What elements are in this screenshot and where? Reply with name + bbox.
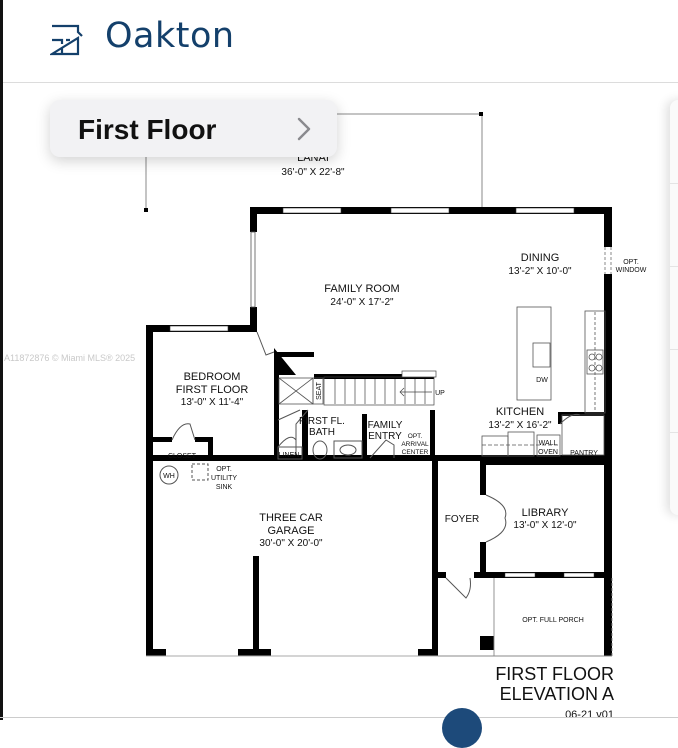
- dining-label: DINING: [521, 252, 560, 264]
- arrival-center-label-3: CENTER: [402, 449, 429, 456]
- bedroom-label-2: FIRST FLOOR: [176, 384, 249, 396]
- lanai-size: 36'-0" X 22'-8": [281, 167, 345, 178]
- water-heater-icon: [159, 465, 179, 485]
- linen-label: LINEN: [279, 452, 300, 459]
- utility-sink-label-2: UTILITY: [211, 475, 237, 482]
- bedroom-label: BEDROOM: [184, 371, 241, 383]
- garage-label: THREE CAR: [259, 512, 323, 524]
- kitchen-size: 13'-2" X 16'-2": [488, 420, 552, 431]
- utility-sink-label-3: SINK: [216, 484, 233, 491]
- family-room-size: 24'-0" X 17'-2": [330, 297, 394, 308]
- floor-plan[interactable]: LANAI 36'-0" X 22'-8" FAMILY ROOM 24'-0"…: [0, 83, 678, 720]
- side-panel-handle[interactable]: [670, 100, 678, 515]
- page-title: Oakton: [105, 16, 235, 56]
- porch-outline: [146, 578, 613, 657]
- wall-oven-label: WALL: [539, 440, 558, 447]
- toilet-icon: [312, 440, 328, 460]
- opt-window: [604, 247, 612, 274]
- opt-window-label-2: WINDOW: [616, 267, 647, 274]
- bedroom-size: 13'-0" X 11'-4": [181, 397, 244, 408]
- family-entry-label: FAMILY: [368, 420, 403, 431]
- water-heater-label: WH: [163, 473, 175, 480]
- linen-closet: [277, 446, 303, 460]
- exterior-walls: [146, 207, 612, 656]
- bath-label: FIRST FL.: [299, 416, 345, 427]
- foyer-label: FOYER: [445, 514, 479, 525]
- bath-label-2: BATH: [309, 427, 335, 438]
- mls-watermark: A11872876 © Miami MLS® 2025: [4, 353, 136, 363]
- stairs-up-label: UP: [435, 390, 445, 397]
- panel-divider: [670, 432, 678, 433]
- bath-sink: [333, 440, 363, 459]
- shower: [278, 377, 324, 405]
- opt-window-label: OPT.: [623, 259, 639, 266]
- plan-caption-elevation: ELEVATION A: [500, 684, 614, 704]
- chevron-right-icon: [297, 117, 311, 141]
- post: [479, 112, 483, 116]
- floor-selector-label: First Floor: [78, 114, 217, 145]
- action-button[interactable]: [442, 708, 482, 748]
- panel-divider: [670, 349, 678, 350]
- arrival-center-label: OPT.: [408, 433, 423, 440]
- library-label: LIBRARY: [522, 507, 570, 519]
- post: [144, 208, 148, 212]
- closet-label: CLOSET: [168, 453, 197, 460]
- panel-divider: [670, 183, 678, 184]
- header: Oakton: [3, 0, 678, 83]
- garage-size: 30'-0" X 20'-0": [259, 538, 323, 549]
- garage-label-2: GARAGE: [267, 525, 314, 537]
- floor-selector-button[interactable]: First Floor: [50, 100, 337, 157]
- kitchen-label: KITCHEN: [496, 406, 544, 418]
- kitchen-fixtures: [481, 306, 606, 457]
- dishwasher-label: DW: [536, 377, 548, 384]
- panel-divider: [670, 266, 678, 267]
- utility-sink-label: OPT.: [216, 466, 232, 473]
- window-edge: [0, 0, 3, 720]
- porch-label: OPT. FULL PORCH: [522, 617, 584, 624]
- pantry-label: PANTRY: [570, 450, 598, 457]
- wall-oven-label-2: OVEN: [538, 449, 558, 456]
- utility-sink-icon: [191, 463, 209, 481]
- plan-version: 06-21 v01: [565, 709, 614, 720]
- plan-caption-title: FIRST FLOOR: [495, 664, 614, 684]
- sliding-door: [250, 231, 256, 308]
- dining-size: 13'-2" X 10'-0": [508, 266, 572, 277]
- sink-icon: [339, 444, 357, 456]
- library-size: 13'-0" X 12'-0": [513, 520, 577, 531]
- family-entry-label-2: ENTRY: [368, 431, 402, 442]
- seat-label: SEAT: [316, 381, 323, 399]
- family-room-label: FAMILY ROOM: [324, 283, 399, 295]
- bottom-divider: [0, 717, 678, 718]
- stairs: [323, 370, 437, 406]
- arrival-center-label-2: ARRIVAL: [401, 441, 429, 448]
- floorplan-icon: [50, 24, 83, 56]
